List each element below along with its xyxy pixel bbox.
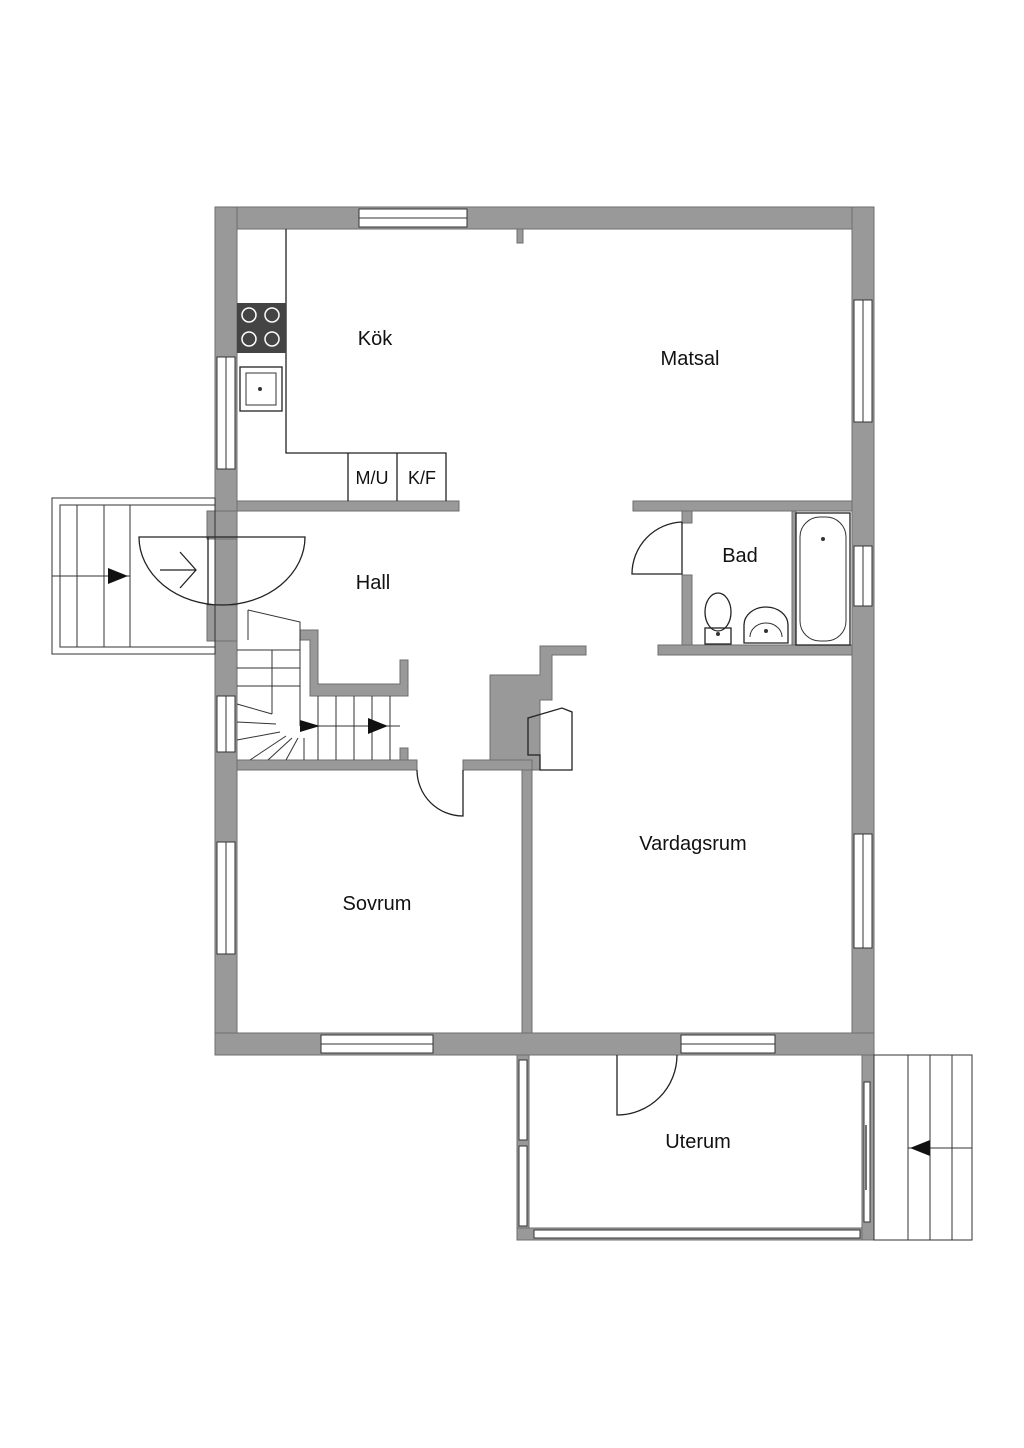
interior-staircase xyxy=(236,609,400,761)
microwave-label: M/U xyxy=(356,468,389,488)
room-label-sovrum: Sovrum xyxy=(343,893,412,915)
toilet-icon xyxy=(704,592,732,645)
uterum-steps xyxy=(873,1054,973,1241)
room-label-matsal: Matsal xyxy=(661,348,720,370)
windows xyxy=(216,208,873,1054)
room-label-bad: Bad xyxy=(722,545,758,567)
bath-door xyxy=(631,521,683,575)
interior-walls xyxy=(206,228,853,1034)
room-label-hall: Hall xyxy=(356,572,390,594)
room-label-uterum: Uterum xyxy=(665,1131,731,1153)
uterum-structure xyxy=(516,1054,875,1241)
sink-icon xyxy=(239,366,283,412)
room-label-vardagsrum: Vardagsrum xyxy=(639,833,746,855)
washbasin-icon xyxy=(743,606,789,644)
room-label-kok: Kök xyxy=(358,328,393,350)
kitchen-counter xyxy=(285,229,447,501)
fridge-label: K/F xyxy=(408,468,436,488)
entrance-door xyxy=(138,536,306,606)
arrow-right-icon xyxy=(160,551,197,589)
stove-icon xyxy=(237,303,286,353)
sovrum-door xyxy=(416,769,464,817)
bathtub-icon xyxy=(795,512,851,646)
entrance-steps xyxy=(51,497,216,655)
